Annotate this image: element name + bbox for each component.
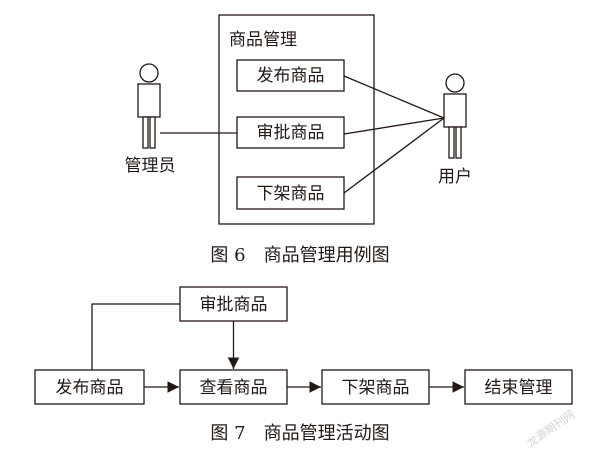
use-case-approve-label: 审批商品: [257, 123, 325, 143]
activity-remove: [321, 369, 430, 405]
use-case-approve: [236, 116, 345, 149]
activity-view: [179, 369, 288, 405]
activity-publish-label: 发布商品: [56, 378, 124, 398]
figure-7-caption: 图 7 商品管理活动图: [210, 423, 389, 444]
assoc-remove-user: [343, 117, 445, 194]
system-boundary: [218, 14, 375, 225]
system-title: 商品管理: [229, 30, 297, 50]
assoc-approve-user: [343, 117, 445, 135]
activity-approve: [179, 286, 288, 322]
activity-remove-label: 下架商品: [342, 378, 410, 398]
user-actor-icon: [443, 73, 467, 159]
user-actor-label: 用户: [438, 167, 472, 187]
use-case-publish: [236, 59, 345, 92]
watermark: 龙源期刊网: [524, 407, 577, 449]
flow-publish-to-approve: [91, 303, 180, 370]
admin-actor-icon: [137, 63, 161, 149]
activity-view-label: 查看商品: [200, 378, 268, 398]
use-case-publish-label: 发布商品: [257, 66, 325, 86]
activity-end-label: 结束管理: [485, 378, 553, 398]
use-case-remove-label: 下架商品: [257, 184, 325, 204]
activity-end: [464, 369, 573, 405]
admin-actor-label: 管理员: [125, 156, 176, 176]
activity-approve-label: 审批商品: [200, 295, 268, 315]
assoc-publish-user: [343, 75, 445, 119]
figure-6-caption: 图 6 商品管理用例图: [210, 245, 389, 266]
